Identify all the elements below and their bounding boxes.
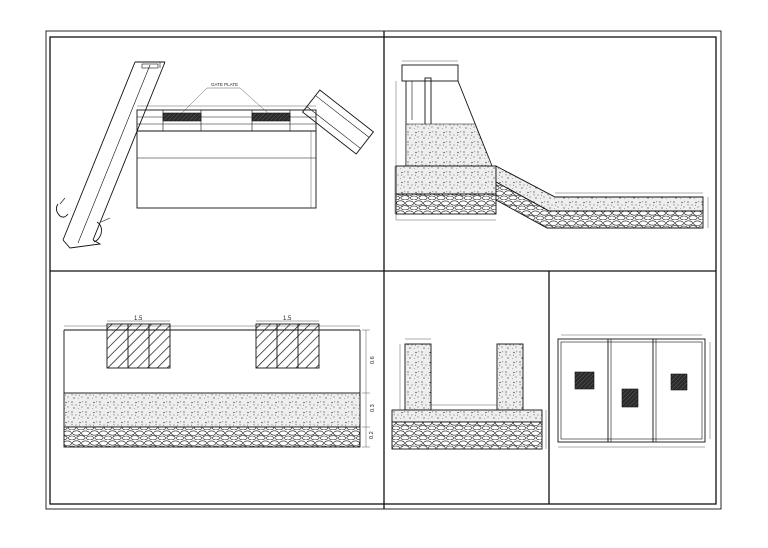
depth-bottom: 0.2 — [369, 431, 375, 439]
weir-base-slab — [395, 165, 497, 195]
panel-u-channel-section — [391, 338, 547, 450]
gate-right — [255, 323, 320, 369]
panel-grating-plan — [557, 334, 711, 448]
gate-plate-label: GATE PLATE — [211, 82, 238, 87]
gate-left — [106, 323, 171, 369]
channel-wall-left — [404, 343, 432, 411]
sheet-border — [45, 30, 722, 510]
weir-base-stones — [395, 193, 497, 215]
gate-width-right: 1.5 — [283, 316, 292, 322]
depth-middle: 0.3 — [370, 404, 376, 412]
grating-hole-1 — [574, 371, 595, 390]
grating-hole-2 — [621, 388, 639, 408]
elevation-stones — [63, 426, 361, 448]
gate-plate-right — [251, 112, 291, 122]
grating-frame — [557, 338, 706, 443]
grating-hole-3 — [670, 373, 688, 391]
elevation-concrete — [63, 392, 361, 428]
gate-plate-detail — [301, 89, 375, 155]
panel-front-elevation: 1.5 1.5 0.6 0.3 0.2 — [63, 316, 376, 448]
channel-base-stones — [391, 421, 543, 450]
panel-gate-details: GATE PLATE — [55, 61, 375, 249]
gate-frame — [136, 109, 317, 209]
apron-stones — [495, 181, 704, 229]
channel-base-slab — [391, 409, 543, 423]
panel-weir-section — [394, 60, 709, 229]
depth-top: 0.6 — [370, 356, 376, 364]
gate-plate-left — [162, 112, 202, 122]
weir-cap — [401, 64, 459, 82]
channel-wall-right — [496, 343, 524, 411]
gate-width-left: 1.5 — [134, 316, 143, 322]
gate-slot — [424, 77, 432, 129]
inclined-gate-stem — [55, 61, 166, 249]
